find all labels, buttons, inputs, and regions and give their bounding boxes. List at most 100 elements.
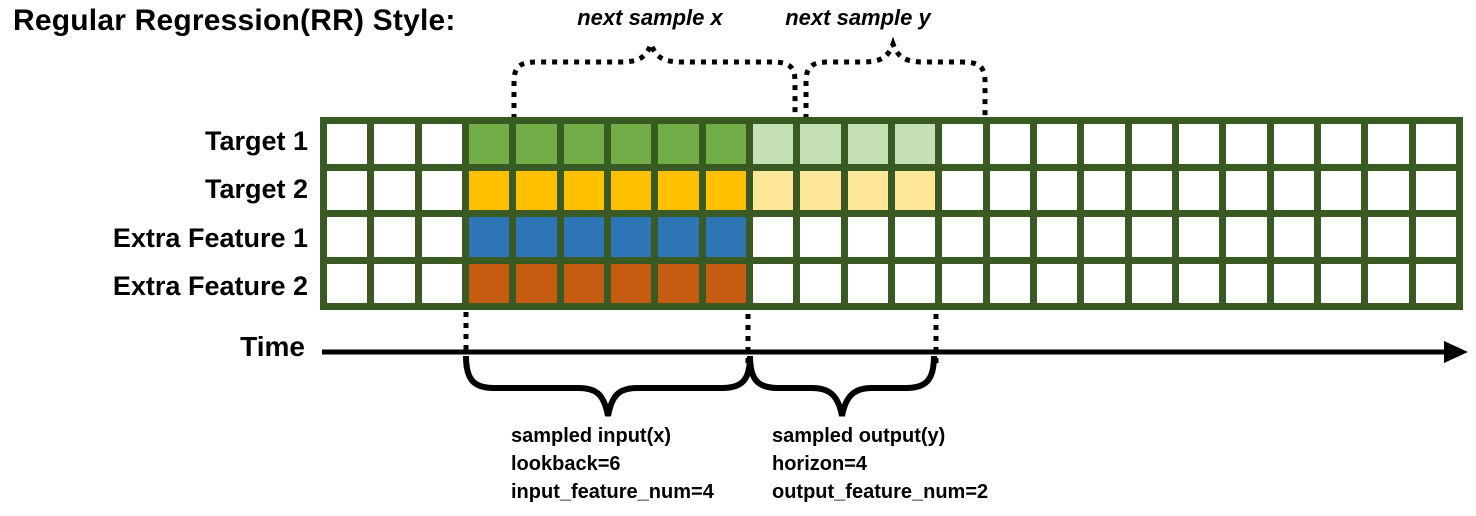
time-axis-label: Time — [240, 331, 305, 362]
grid-cell — [1273, 170, 1314, 210]
grid-cell — [1036, 263, 1078, 303]
row-label: Target 1 — [204, 126, 308, 156]
grid-cell — [374, 170, 415, 210]
grid-cell — [847, 124, 888, 164]
grid-cell — [705, 170, 746, 210]
row-label: Target 2 — [204, 174, 308, 205]
grid-cell — [989, 124, 1030, 164]
grid-cell — [1320, 170, 1362, 210]
next-sample-y-label: next sample y — [785, 5, 931, 30]
grid-cell — [1178, 217, 1220, 257]
grid-cell — [421, 263, 462, 303]
output-feature-num-value: output_feature_num=2 — [772, 481, 989, 503]
horizon-value: horizon=4 — [772, 453, 868, 475]
grid-cell — [800, 263, 841, 303]
grid-cell — [610, 217, 652, 257]
grid-cell — [1226, 124, 1267, 164]
grid-cell — [327, 124, 368, 164]
grid-cell — [894, 124, 936, 164]
grid-cell — [1084, 217, 1125, 257]
grid-cell — [516, 263, 557, 303]
figure-title: Regular Regression(RR) Style: — [13, 4, 456, 37]
grid-cell — [1036, 217, 1078, 257]
grid-cell — [1036, 124, 1078, 164]
grid-cell — [894, 217, 936, 257]
sampled-input-caption: sampled input(x) lookback=6 input_featur… — [511, 422, 714, 506]
grid-cell — [1368, 263, 1409, 303]
grid-cell — [705, 263, 746, 303]
grid-cell — [610, 263, 652, 303]
grid-cell — [705, 217, 746, 257]
grid-cell — [942, 217, 983, 257]
row-labels: Target 1 Target 2 Extra Feature 1 Extra Fea… — [0, 117, 308, 310]
grid-cell — [989, 170, 1030, 210]
lookback-value: lookback=6 — [511, 453, 621, 475]
grid-cell — [1415, 217, 1456, 257]
grid-cell — [705, 124, 746, 164]
sampled-output-caption: sampled output(y) horizon=4 output_featu… — [772, 422, 988, 506]
grid-cell — [1178, 263, 1220, 303]
grid-cell — [1131, 124, 1172, 164]
grid-cell — [658, 170, 699, 210]
grid-cell — [658, 217, 699, 257]
next-sample-x-label: next sample x — [577, 5, 723, 30]
grid-cell — [989, 217, 1030, 257]
grid-cell — [1131, 217, 1172, 257]
grid-cell — [1226, 170, 1267, 210]
row-label: Extra Feature 1 — [112, 222, 308, 253]
grid-cell — [468, 263, 510, 303]
grid-cell — [1178, 124, 1220, 164]
grid-cell — [1273, 263, 1314, 303]
grid-cell — [752, 124, 794, 164]
grid-cell — [610, 124, 652, 164]
grid-cell — [989, 263, 1030, 303]
grid-cell — [800, 170, 841, 210]
grid-cell — [468, 124, 510, 164]
grid-cell — [894, 170, 936, 210]
grid-cell — [516, 217, 557, 257]
grid-cell — [374, 124, 415, 164]
grid-cell — [658, 263, 699, 303]
grid-cell — [1178, 170, 1220, 210]
input-feature-num-value: input_feature_num=4 — [511, 481, 714, 503]
grid-cell — [1084, 124, 1125, 164]
grid-cell — [1131, 170, 1172, 210]
underbrace-sampled-input — [463, 355, 753, 417]
grid-cell — [942, 170, 983, 210]
grid-cell — [563, 170, 604, 210]
grid-cell — [752, 217, 794, 257]
grid-cell — [516, 124, 557, 164]
grid-cell — [1368, 170, 1409, 210]
grid-cell — [421, 124, 462, 164]
sampled-input-title: sampled input(x) — [511, 425, 672, 447]
grid-cell — [752, 263, 794, 303]
grid-cell — [327, 217, 368, 257]
dotted-brace-next-x — [511, 36, 798, 119]
grid-cell — [421, 217, 462, 257]
grid-cell — [1320, 124, 1362, 164]
grid-cell — [327, 170, 368, 210]
grid-cell — [1226, 263, 1267, 303]
grid-cell — [610, 170, 652, 210]
grid-cell — [847, 217, 888, 257]
underbrace-sampled-output — [747, 355, 937, 417]
grid-cell — [1368, 217, 1409, 257]
grid-cell — [1131, 263, 1172, 303]
grid-cell — [468, 170, 510, 210]
grid-cell — [752, 170, 794, 210]
grid-cell — [800, 124, 841, 164]
grid-cell — [1368, 124, 1409, 164]
grid-cell — [1084, 170, 1125, 210]
grid-cell — [894, 263, 936, 303]
grid-cell — [1415, 124, 1456, 164]
grid-cell — [1273, 124, 1314, 164]
grid-cell — [942, 124, 983, 164]
grid-cell — [1320, 217, 1362, 257]
grid-cell — [1226, 217, 1267, 257]
grid-cell — [563, 263, 604, 303]
row-label: Extra Feature 2 — [112, 270, 308, 301]
dotted-brace-next-y — [803, 36, 988, 119]
grid-cell — [1273, 217, 1314, 257]
grid-cell — [800, 217, 841, 257]
